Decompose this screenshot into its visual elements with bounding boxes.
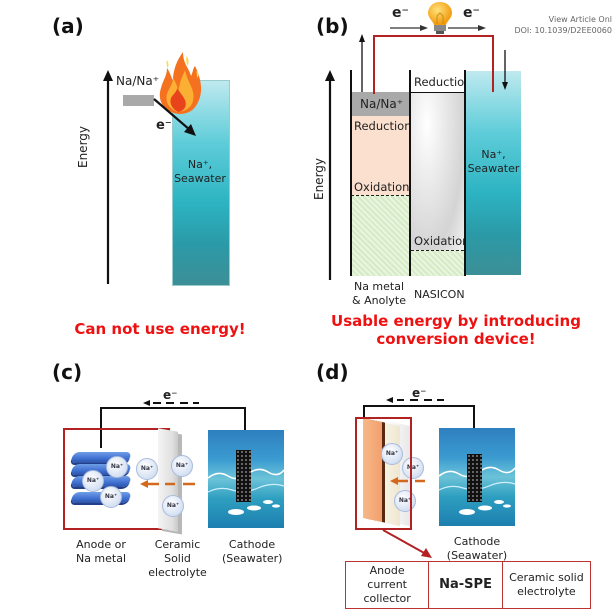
sodium-ion: Na⁺ bbox=[381, 443, 403, 465]
column-label-anolyte: Na metal & Anolyte bbox=[352, 280, 406, 307]
anode-label: Anode or Na metal bbox=[75, 538, 127, 565]
column-divider-1 bbox=[409, 70, 411, 276]
cathode-rod bbox=[236, 450, 251, 502]
doi-header: View Article Onl DOI: 10.1039/D2EE0060 bbox=[514, 14, 612, 36]
sodium-ion: Na⁺ bbox=[106, 456, 128, 478]
cathode-label: Cathode (Seawater) bbox=[222, 538, 283, 565]
energy-axis-arrow bbox=[325, 70, 335, 280]
panel-d-label: (d) bbox=[316, 360, 349, 384]
sodium-ion: Na⁺ bbox=[82, 470, 104, 492]
panel-b-caption: Usable energy by introducing conversion … bbox=[331, 312, 581, 348]
electron-label: e⁻ bbox=[156, 118, 172, 133]
callout-arrow bbox=[382, 529, 432, 558]
light-bulb-icon bbox=[428, 2, 452, 34]
table-cell-na-spe: Na-SPE bbox=[428, 561, 503, 609]
seawater-label: Na⁺, Seawater bbox=[467, 148, 520, 175]
external-circuit bbox=[359, 25, 508, 94]
seawater-column bbox=[466, 71, 521, 275]
na-level-bar bbox=[123, 95, 154, 106]
na-level-label: Na/Na⁺ bbox=[116, 74, 160, 88]
panel-b-label: (b) bbox=[316, 14, 349, 38]
anolyte-reduction-label: Reduction bbox=[354, 119, 412, 133]
nasicon-marble-region bbox=[411, 92, 464, 251]
anolyte-hatched-region bbox=[351, 195, 409, 276]
energy-axis-label: Energy bbox=[312, 157, 326, 200]
ion-flow-arrow bbox=[140, 480, 195, 488]
electrolyte-label: Ceramic Solid electrolyte bbox=[148, 538, 207, 579]
column-divider-2 bbox=[464, 70, 466, 276]
sodium-ion: Na⁺ bbox=[162, 495, 184, 517]
table-cell-anode-current-collector: Anode current collector bbox=[344, 561, 430, 609]
cathode-label: Cathode (Seawater) bbox=[446, 535, 508, 562]
electron-label-right: e⁻ bbox=[463, 5, 480, 21]
table-cell-ceramic-solid-electrolyte: Ceramic solid electrolyte bbox=[501, 561, 592, 609]
na-level-label: Na/Na⁺ bbox=[360, 97, 404, 111]
na-level-block bbox=[351, 92, 409, 116]
electron-label-left: e⁻ bbox=[392, 5, 409, 21]
nasicon-hatched-region bbox=[411, 250, 464, 276]
sodium-ion: Na⁺ bbox=[136, 458, 158, 480]
anode-highlight-box bbox=[355, 417, 412, 530]
energy-axis-label: Energy bbox=[76, 125, 90, 168]
doi-text: DOI: 10.1039/D2EE0060 bbox=[514, 26, 612, 35]
electron-label: e⁻ bbox=[412, 386, 427, 400]
na-spe-structure-table: Anode current collector Na-SPE Ceramic s… bbox=[344, 561, 592, 609]
panel-a-label: (a) bbox=[52, 14, 84, 38]
ion-flow-arrow bbox=[390, 477, 425, 485]
anolyte-region bbox=[351, 116, 409, 195]
sodium-ion: Na⁺ bbox=[402, 457, 424, 479]
column-1-left-wall bbox=[350, 70, 352, 276]
panel-a-caption: Can not use energy! bbox=[74, 320, 246, 338]
nasicon-reduction-label: Reduction bbox=[414, 75, 472, 89]
electron-label: e⁻ bbox=[163, 388, 178, 402]
fire-icon bbox=[159, 52, 202, 114]
anolyte-oxidation-label: Oxidation bbox=[354, 180, 410, 194]
panel-c-label: (c) bbox=[52, 360, 83, 384]
cathode-rod bbox=[467, 454, 482, 502]
seawater-label: Na⁺, Seawater bbox=[174, 158, 226, 185]
sodium-ion: Na⁺ bbox=[100, 486, 122, 508]
seawater-column bbox=[172, 80, 230, 286]
column-label-nasicon: NASICON bbox=[414, 288, 465, 301]
nasicon-oxidation-label: Oxidation bbox=[414, 234, 470, 248]
sodium-ion: Na⁺ bbox=[171, 455, 193, 477]
view-article-link[interactable]: View Article Onl bbox=[548, 15, 612, 24]
electron-arrow bbox=[153, 98, 196, 136]
energy-axis-arrow bbox=[103, 70, 113, 284]
